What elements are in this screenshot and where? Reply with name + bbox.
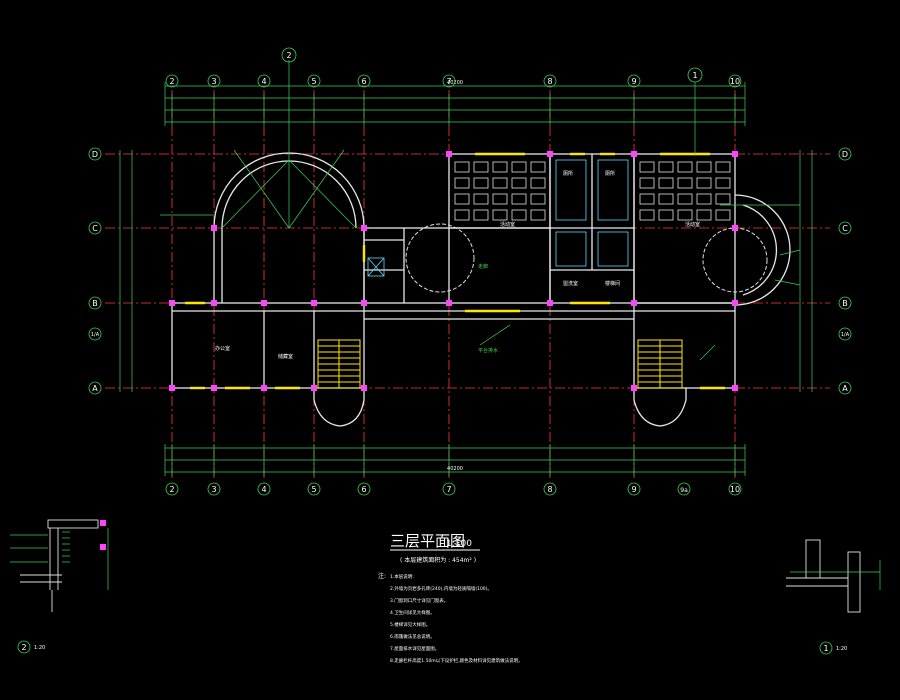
axis-col-7-bottom: 7: [446, 485, 451, 494]
detail-left: 2 1:20: [10, 519, 109, 654]
axis-col-10: 10: [730, 77, 740, 86]
axis-col-3-bottom: 3: [211, 485, 216, 494]
room-labels: 活动室 活动室 厕所 厕所 盥洗室 楼梯间 办公室 储藏室 走廊 平台排水: [215, 170, 700, 360]
axis-col-2-bottom: 2: [169, 485, 174, 494]
axis-col-3: 3: [211, 77, 216, 86]
detail-right-scale: 1:20: [836, 646, 847, 652]
detail-right-label: 1: [823, 644, 828, 653]
axis-row-a-right: A: [842, 384, 848, 393]
room-label-storage: 储藏室: [278, 353, 293, 360]
axis-col-9a-bottom: 9a: [680, 487, 688, 494]
room-label-stair-hall: 楼梯间: [605, 280, 620, 287]
detail-right: 1 1:20: [786, 539, 881, 655]
note-5: 5.楼梯详见大样图。: [390, 621, 430, 628]
axis-row-d-right: D: [842, 150, 848, 159]
note-1: 1.本层说明:: [390, 573, 414, 580]
notes-label: 注:: [378, 572, 386, 580]
balcony-note: 平台排水: [478, 347, 498, 354]
detail-left-scale: 1:20: [34, 645, 45, 651]
windows: [185, 152, 725, 390]
room-label-class-left: 活动室: [500, 221, 515, 228]
axis-col-6-bottom: 6: [361, 485, 366, 494]
room-label-toilet-1: 厕所: [563, 170, 573, 177]
desk-grid-left: [454, 161, 546, 221]
axis-col-9-bottom: 9: [631, 485, 636, 494]
note-3: 3.门窗洞口尺寸详见门窗表。: [390, 597, 448, 604]
room-label-toilet-2: 厕所: [605, 170, 615, 177]
axis-row-1a-left: 1/A: [91, 332, 100, 338]
overall-dimension-bottom: 40200: [447, 466, 463, 472]
axis-col-5-bottom: 5: [311, 485, 316, 494]
title-block: 三层平面图 1:100 ( 本层建筑面积为 : 454m² ) 注: 1.本层说…: [378, 532, 523, 664]
callout-1: 1: [692, 71, 697, 80]
annotation-leaders: [160, 60, 801, 361]
room-label-class-right: 活动室: [685, 221, 700, 228]
callout-2: 2: [286, 51, 291, 60]
axis-row-c-left: C: [92, 224, 98, 233]
axis-bubbles-bottom: [165, 482, 742, 496]
axis-col-8: 8: [547, 77, 552, 86]
walls: [171, 152, 791, 427]
axis-row-c-right: C: [842, 224, 848, 233]
note-4: 4.卫生间详见大样图。: [390, 609, 435, 616]
axis-col-5: 5: [311, 77, 316, 86]
axis-labels-rows: D C B 1/A A D C B 1/A A: [91, 150, 850, 393]
axis-labels-top: 2 3 4 5 6 7 8 9 10 2 1: [169, 51, 740, 86]
axis-labels-bottom: 2 3 4 5 6 7 8 9 9a 10: [169, 485, 740, 494]
drawing-title: 三层平面图: [390, 532, 465, 550]
axis-bubbles-top: [165, 47, 742, 88]
axis-row-b-right: B: [842, 299, 848, 308]
axis-col-10-bottom: 10: [730, 485, 740, 494]
drawing-scale: 1:100: [446, 539, 472, 549]
axis-col-2: 2: [169, 77, 174, 86]
note-8: 8.走廊栏杆高度1.50m以下设护栏,颜色及材料详见建筑做法说明。: [390, 657, 523, 664]
axis-col-4: 4: [261, 77, 266, 86]
area-note: ( 本层建筑面积为 : 454m² ): [400, 556, 476, 564]
dimension-lines: [119, 82, 813, 476]
round-play-areas: [405, 223, 768, 293]
axis-col-4-bottom: 4: [261, 485, 266, 494]
axis-row-d-left: D: [92, 150, 98, 159]
desk-grid-right: [639, 161, 731, 221]
axis-col-8-bottom: 8: [547, 485, 552, 494]
note-2: 2.外墙为页岩多孔砖(240),内墙为轻质隔墙(100)。: [390, 585, 492, 592]
note-6: 6.雨篷做法见总说明。: [390, 633, 435, 640]
axis-bubbles-rows: [88, 147, 852, 395]
axis-col-7: 7: [446, 77, 451, 86]
staircase-left: [317, 339, 361, 389]
staircase-right: [637, 339, 683, 389]
axis-col-6: 6: [361, 77, 366, 86]
note-7: 7.屋面排水详见屋面图。: [390, 645, 439, 652]
axis-row-b-left: B: [92, 299, 98, 308]
structural-columns: [169, 151, 738, 391]
axis-row-1a-right: 1/A: [841, 332, 850, 338]
axis-col-9: 9: [631, 77, 636, 86]
interior-lines: [367, 159, 629, 277]
axis-row-a-left: A: [92, 384, 98, 393]
room-label-corridor: 走廊: [478, 263, 488, 270]
detail-left-label: 2: [21, 643, 26, 652]
room-label-office: 办公室: [215, 345, 230, 352]
room-label-wash: 盥洗室: [563, 280, 578, 287]
dimension-ticks: [171, 94, 736, 476]
